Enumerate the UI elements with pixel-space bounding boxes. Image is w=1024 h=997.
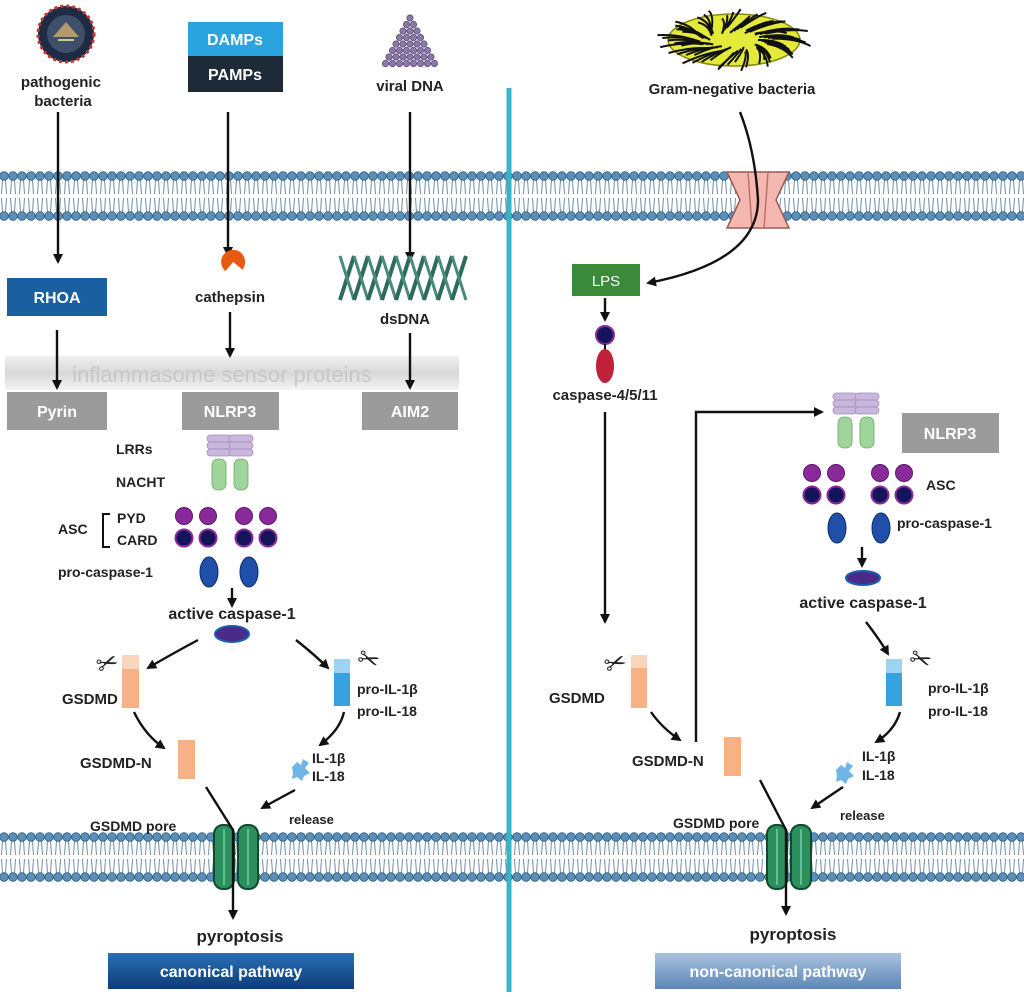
arrow-gram-lps [646, 111, 760, 287]
damps-label: DAMPs [207, 32, 263, 49]
il-star-icon [292, 759, 310, 781]
nacht-label: NACHT [116, 474, 165, 490]
dsdna-helix-icon [338, 255, 468, 301]
arrow-caspase-gsdmd [146, 638, 199, 670]
arrow-caspase-proil [295, 639, 330, 670]
nlrp3-inflammasome-complex [174, 434, 278, 588]
arrow-gsdmd-gsdmdn-right [650, 711, 682, 742]
active-caspase1-label: active caspase-1 [799, 595, 926, 612]
cathepsin-icon [221, 249, 246, 272]
rhoa-box [7, 278, 107, 316]
arrow-pore-pyroptosis [204, 786, 238, 920]
gsdmd-cleaved-icon [631, 655, 647, 708]
lps-label: LPS [592, 273, 620, 290]
pathogenic-bacteria-label: pathogenic bacteria [21, 74, 105, 110]
pro-il18-label: pro-IL-18 [357, 703, 417, 719]
gsdmd-label: GSDMD [62, 691, 118, 708]
arrow-release-right [810, 786, 844, 810]
dsdna-label: dsDNA [380, 311, 430, 328]
scissors-icon: ✂ [600, 645, 631, 681]
gsdmd-pore-icon [213, 824, 259, 890]
lps-box [572, 264, 640, 296]
canonical-pathway-box [108, 953, 354, 989]
pyrin-label: Pyrin [37, 404, 77, 421]
gsdmd-cleaved-icon [122, 655, 139, 708]
pro-il1b-label: pro-IL-1β [928, 680, 989, 696]
il1b-label: IL-1β [312, 750, 346, 766]
active-caspase1-icon [214, 625, 250, 643]
gsdmd-n-label: GSDMD-N [632, 753, 704, 770]
aim2-label: AIM2 [391, 404, 429, 421]
scissors-icon: ✂ [353, 641, 384, 677]
canonical-pathway-label: canonical pathway [160, 964, 302, 981]
inflammasome-sensor-label: inflammasome sensor proteins [72, 362, 372, 387]
damps-box [188, 22, 283, 56]
card-label: CARD [117, 532, 157, 548]
gram-negative-bacteria-icon [657, 8, 811, 72]
il18-label: IL-18 [312, 768, 345, 784]
nlrp3-label: NLRP3 [924, 426, 977, 443]
pamps-box [188, 56, 283, 92]
pro-il1b-label: pro-IL-1β [357, 681, 418, 697]
release-label: release [840, 808, 885, 823]
asc-label: ASC [926, 477, 956, 493]
caspase-4511-label: caspase-4/5/11 [552, 387, 657, 404]
release-label: release [289, 812, 334, 827]
pyroptosis-label: pyroptosis [750, 925, 837, 944]
scissors-icon: ✂ [905, 641, 936, 677]
asc-label: ASC [58, 521, 88, 537]
non-canonical-pathway-box [655, 953, 901, 989]
gsdmd-pore-label: GSDMD pore [673, 815, 760, 831]
cell-membranes [0, 171, 1024, 882]
gsdmd-label: GSDMD [549, 690, 605, 707]
active-caspase1-icon [845, 570, 881, 586]
arrow-gsdmd-gsdmdn [132, 711, 166, 750]
viral-dna-icon [381, 14, 438, 67]
nlrp3-box [902, 413, 999, 453]
pathogenic-bacteria-icon [36, 4, 96, 64]
arrow-gsdmdn-nlrp3 [694, 407, 824, 742]
il1b-label: IL-1β [862, 748, 896, 764]
inflammasome-sensor-band [5, 356, 459, 390]
gsdmd-n-label: GSDMD-N [80, 755, 152, 772]
gsdmd-pore-label: GSDMD pore [90, 818, 177, 834]
arrow-proil-il-right [874, 711, 902, 744]
active-caspase1-label: active caspase-1 [168, 606, 295, 623]
aim2-box [362, 392, 458, 430]
scissors-icon: ✂ [92, 645, 123, 681]
pro-il-cleaved-icon [886, 659, 902, 706]
pyd-label: PYD [117, 510, 146, 526]
pro-caspase1-label: pro-caspase-1 [897, 515, 992, 531]
pro-il18-label: pro-IL-18 [928, 703, 988, 719]
gsdmd-n-icon [178, 740, 195, 779]
caspase-4511-icon [595, 325, 615, 383]
nlrp3-label: NLRP3 [204, 404, 257, 421]
rhoa-label: RHOA [33, 290, 81, 307]
pyrin-box [7, 392, 107, 430]
pamps-label: PAMPs [208, 67, 262, 84]
non-canonical-pathway-label: non-canonical pathway [690, 964, 867, 981]
nlrp3-box [182, 392, 279, 430]
gsdmd-n-icon [724, 737, 741, 776]
arrow-release [260, 788, 296, 810]
viral-dna-label: viral DNA [376, 78, 444, 95]
arrow-pore-pyroptosis-right [758, 779, 791, 916]
lrrs-label: LRRs [116, 441, 153, 457]
arrow-caspase-proil-right [865, 621, 890, 656]
arrow-proil-il [318, 711, 346, 747]
gram-negative-label: Gram-negative bacteria [649, 81, 816, 98]
cathepsin-label: cathepsin [195, 289, 265, 306]
nlrp3-inflammasome-complex [802, 392, 914, 544]
pro-caspase1-label: pro-caspase-1 [58, 564, 153, 580]
il-star-icon [836, 762, 854, 784]
pyroptosis-label: pyroptosis [197, 927, 284, 946]
pro-il-cleaved-icon [334, 659, 350, 706]
asc-bracket [102, 513, 110, 548]
il18-label: IL-18 [862, 767, 895, 783]
